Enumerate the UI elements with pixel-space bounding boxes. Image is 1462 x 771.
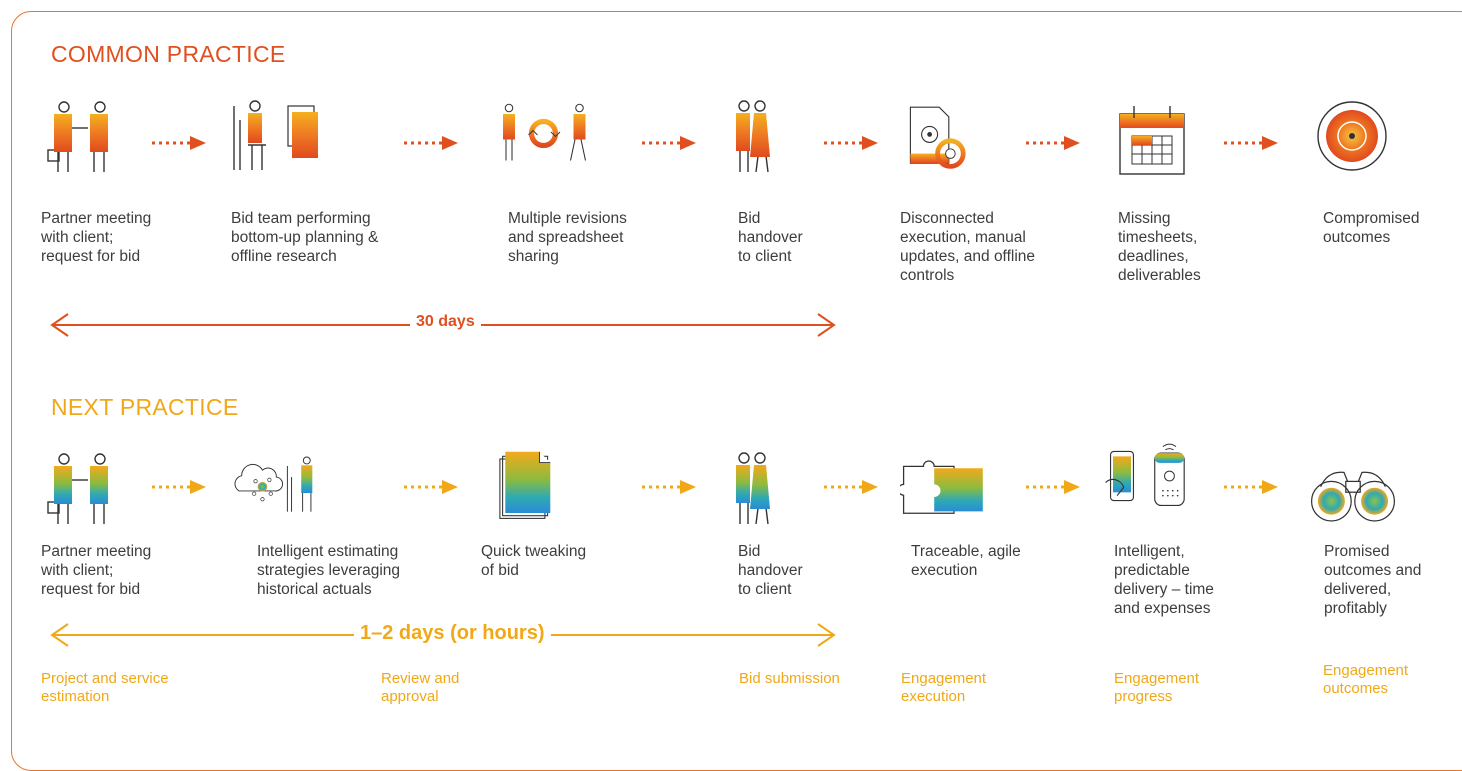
binoculars-icon: [1310, 471, 1396, 522]
flow-arrow: [404, 480, 458, 494]
phase-label: Bid submission: [739, 670, 840, 687]
flow-arrow: [1224, 136, 1278, 150]
flow-arrow: [152, 136, 206, 150]
puzzle-icon: [900, 460, 983, 514]
flow-arrow: [642, 136, 696, 150]
revision-cycle-icon: [503, 103, 587, 161]
meeting-people-icon: [47, 453, 108, 524]
flow-arrow: [1224, 480, 1278, 494]
document-stack-icon: [499, 451, 551, 519]
flow-arrow: [824, 480, 878, 494]
next-duration-label: 1–2 days (or hours): [354, 622, 551, 645]
handshake-icon: [736, 100, 770, 172]
flow-arrow: [404, 136, 458, 150]
handshake-icon: [736, 452, 770, 524]
common-practice-title: COMMON PRACTICE: [51, 41, 286, 67]
common-duration-label: 30 days: [410, 313, 481, 331]
target-icon: [1317, 101, 1387, 171]
document-gears-icon: [909, 106, 966, 169]
desk-documents-icon: [233, 100, 318, 170]
flow-arrow: [642, 480, 696, 494]
flow-arrow: [152, 480, 206, 494]
calendar-icon: [1119, 106, 1185, 175]
cloud-network-icon: [234, 456, 313, 512]
flow-arrow: [824, 136, 878, 150]
flow-arrow: [1026, 480, 1080, 494]
meeting-people-icon: [47, 101, 108, 172]
phone-speaker-icon: [1105, 443, 1185, 507]
next-practice-title: NEXT PRACTICE: [51, 394, 239, 420]
flow-arrow: [1026, 136, 1080, 150]
